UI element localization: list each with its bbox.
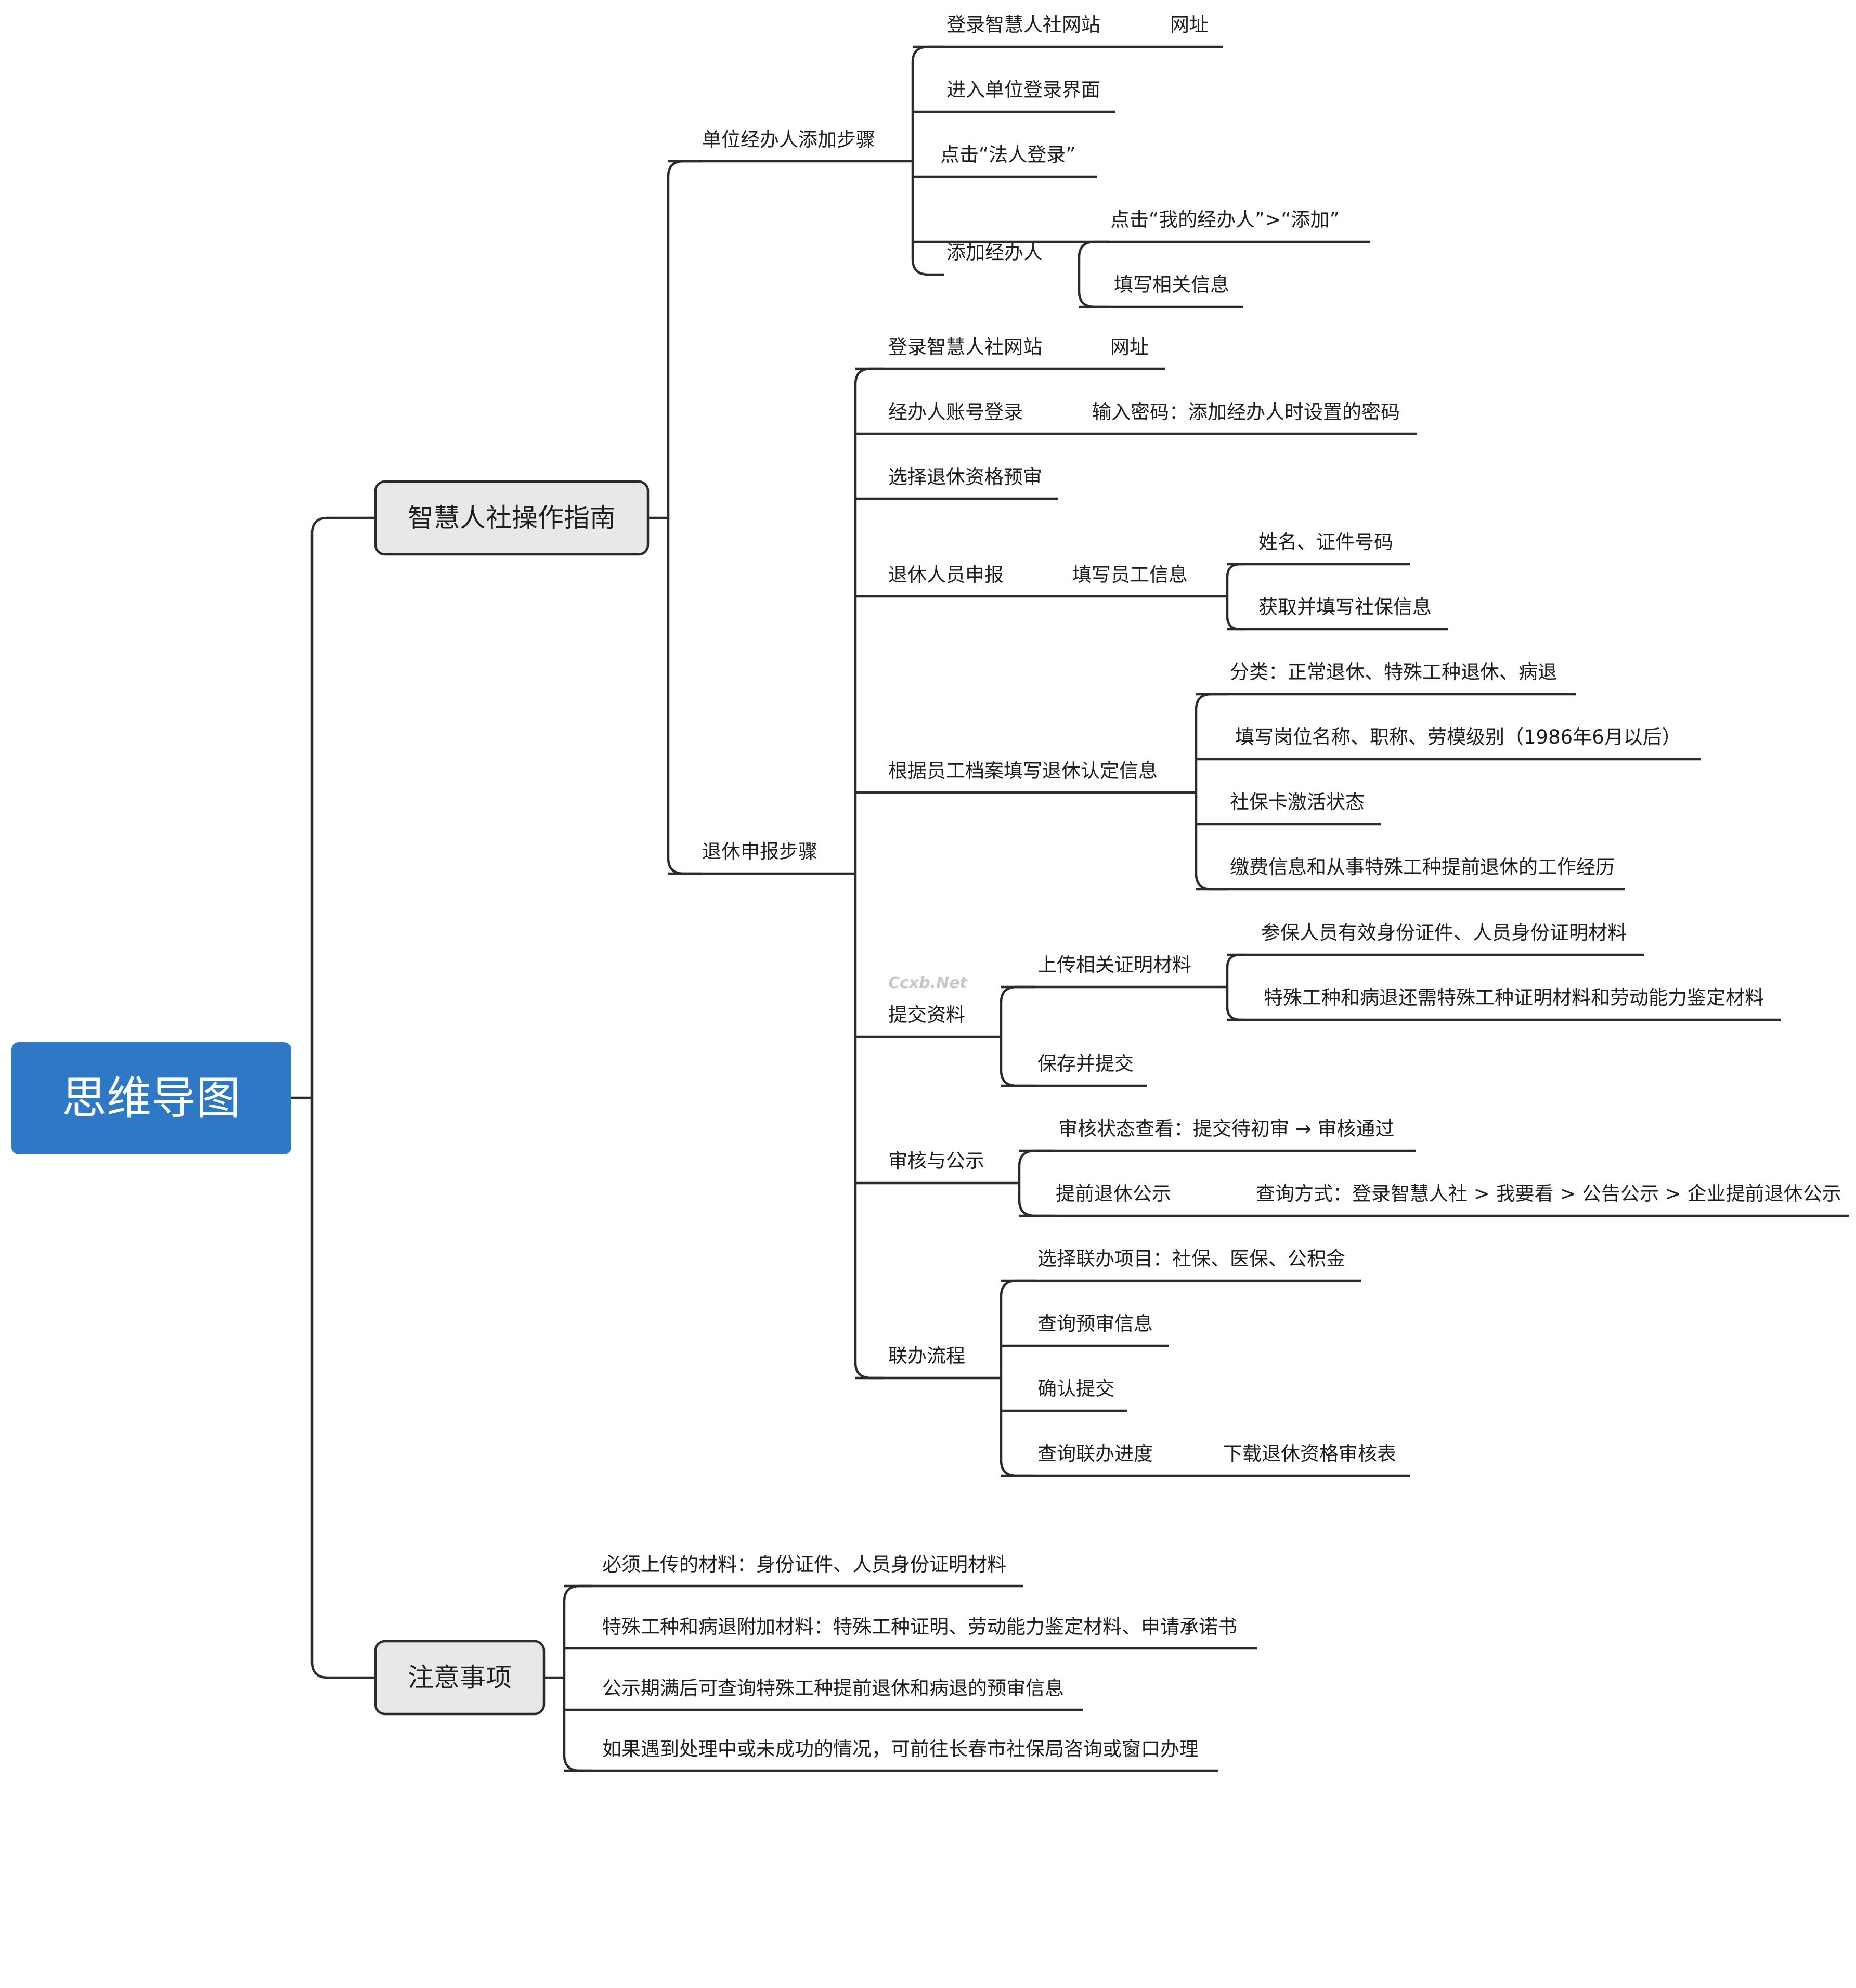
review-label[interactable]: 审核与公示 (888, 1150, 984, 1172)
special-docs-label[interactable]: 特殊工种和病退还需特殊工种证明材料和劳动能力鉴定材料 (1264, 986, 1764, 1009)
agent-login-label[interactable]: 登录智慧人社网站 (946, 14, 1100, 36)
retire-steps-branch: 退休申报步骤 登录智慧人社网站 网址 经办人账号登录 输入密码：添加经办人时设置… (702, 336, 1841, 1465)
position-label[interactable]: 填写岗位名称、职称、劳模级别（1986年6月以后） (1235, 726, 1681, 748)
note-item[interactable]: 如果遇到处理中或未成功的情况，可前往长春市社保局咨询或窗口办理 (602, 1738, 1199, 1760)
card-status-label[interactable]: 社保卡激活状态 (1230, 791, 1365, 813)
name-id-label[interactable]: 姓名、证件号码 (1258, 531, 1393, 553)
save-submit-label[interactable]: 保存并提交 (1037, 1053, 1134, 1075)
joint-select-label[interactable]: 选择联办项目：社保、医保、公积金 (1037, 1248, 1345, 1270)
note-item[interactable]: 公示期满后可查询特殊工种提前退休和病退的预审信息 (602, 1677, 1064, 1699)
topic-guide-label: 智慧人社操作指南 (408, 503, 616, 533)
connector-lines (291, 45, 1849, 1772)
topic-notes-label: 注意事项 (408, 1662, 512, 1693)
declare-label[interactable]: 退休人员申报 (888, 564, 1004, 586)
social-info-label[interactable]: 获取并填写社保信息 (1258, 596, 1432, 618)
root-node[interactable]: 思维导图 (11, 1042, 291, 1154)
category-label[interactable]: 分类：正常退休、特殊工种退休、病退 (1230, 661, 1557, 683)
topic-guide[interactable]: 智慧人社操作指南 (374, 480, 650, 556)
fill-employee-info-label[interactable]: 填写员工信息 (1072, 564, 1188, 586)
download-form-label[interactable]: 下载退休资格审核表 (1223, 1443, 1396, 1465)
add-agent-label[interactable]: 添加经办人 (946, 241, 1043, 264)
publicity-label[interactable]: 提前退休公示 (1056, 1183, 1171, 1205)
add-agent-fill-label[interactable]: 填写相关信息 (1114, 274, 1229, 296)
payment-label[interactable]: 缴费信息和从事特殊工种提前退休的工作经历 (1230, 856, 1615, 878)
account-login-label[interactable]: 经办人账号登录 (888, 401, 1023, 423)
agent-steps-label[interactable]: 单位经办人添加步骤 (702, 128, 875, 151)
add-agent-click-label[interactable]: 点击“我的经办人”>“添加” (1110, 209, 1340, 231)
publicity-query-label[interactable]: 查询方式：登录智慧人社 > 我要看 > 公告公示 > 企业提前退休公示 (1256, 1183, 1841, 1205)
topic-notes[interactable]: 注意事项 (374, 1640, 546, 1716)
retire-login-label[interactable]: 登录智慧人社网站 (888, 336, 1042, 358)
note-item[interactable]: 特殊工种和病退附加材料：特殊工种证明、劳动能力鉴定材料、申请承诺书 (602, 1616, 1237, 1638)
prequal-label[interactable]: 选择退休资格预审 (888, 466, 1042, 488)
retire-steps-label[interactable]: 退休申报步骤 (702, 840, 817, 863)
root-label: 思维导图 (62, 1072, 241, 1124)
note-item[interactable]: 必须上传的材料：身份证件、人员身份证明材料 (602, 1553, 1006, 1576)
password-label[interactable]: 输入密码：添加经办人时设置的密码 (1092, 401, 1400, 423)
retire-url-label[interactable]: 网址 (1110, 336, 1149, 358)
agent-enter-unit-label[interactable]: 进入单位登录界面 (946, 79, 1100, 101)
joint-progress-label[interactable]: 查询联办进度 (1037, 1443, 1153, 1465)
joint-label[interactable]: 联办流程 (888, 1345, 965, 1367)
submit-label[interactable]: 提交资料 (888, 1004, 965, 1026)
review-status-label[interactable]: 审核状态查看：提交待初审 → 审核通过 (1058, 1118, 1395, 1140)
upload-label[interactable]: 上传相关证明材料 (1037, 954, 1191, 976)
id-docs-label[interactable]: 参保人员有效身份证件、人员身份证明材料 (1261, 921, 1627, 944)
agent-legal-login-label[interactable]: 点击“法人登录” (940, 144, 1075, 166)
query-prereview-label[interactable]: 查询预审信息 (1037, 1313, 1153, 1335)
archive-label[interactable]: 根据员工档案填写退休认定信息 (888, 760, 1158, 782)
notes-branch: 必须上传的材料：身份证件、人员身份证明材料 特殊工种和病退附加材料：特殊工种证明… (602, 1553, 1237, 1760)
confirm-submit-label[interactable]: 确认提交 (1037, 1378, 1114, 1400)
agent-url-label[interactable]: 网址 (1170, 14, 1209, 36)
agent-steps-branch: 单位经办人添加步骤 登录智慧人社网站 网址 进入单位登录界面 点击“法人登录” … (702, 14, 1340, 296)
watermark: Ccxb.Net (888, 974, 968, 992)
